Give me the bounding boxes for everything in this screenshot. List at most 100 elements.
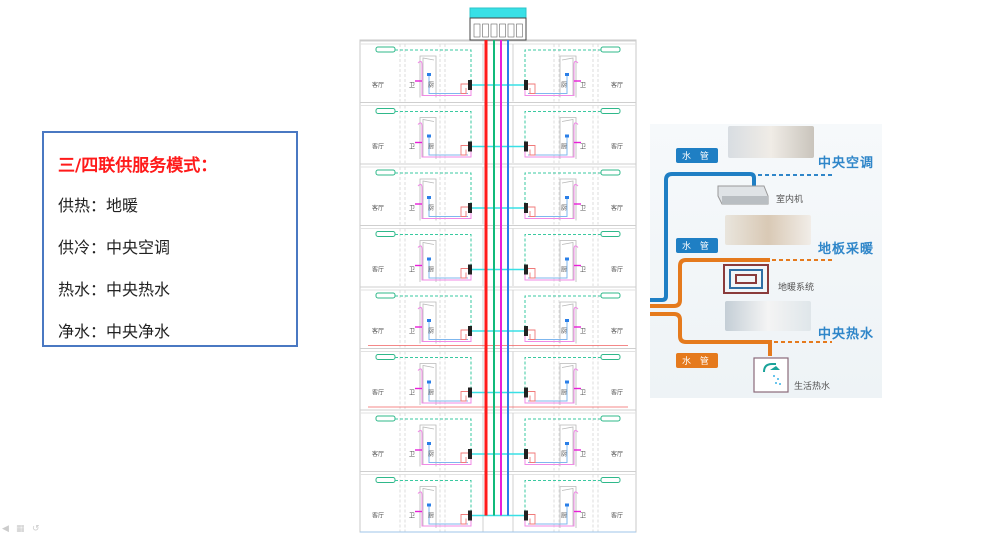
blue-water-pipe (650, 172, 756, 302)
room-label-bath: 卫 (580, 267, 586, 274)
ac-pipe-left (395, 49, 472, 84)
heating-loop-left (460, 452, 468, 463)
water-pipe-tag-blue-1: 水 管 (676, 148, 718, 163)
building-outline (359, 39, 637, 533)
hot-water-pipe-right (524, 245, 579, 281)
ac-pipe-left (395, 111, 472, 146)
hot-water-pipe-left (417, 491, 472, 527)
cold-water-pipe-left (428, 199, 468, 217)
service-row-hot-water: 热水：中央热水 (58, 276, 170, 300)
cold-water-pipe-left (428, 137, 468, 156)
room-label-kitchen: 厨 (428, 513, 434, 520)
room-label-bath: 卫 (409, 513, 415, 520)
door-left (419, 178, 437, 221)
cold-water-pipe-left (428, 260, 468, 279)
heating-loop-left (460, 268, 468, 279)
door-right (559, 486, 577, 528)
door-right (559, 240, 577, 282)
ac-unit (600, 108, 621, 114)
door-right (559, 178, 577, 221)
legend-pipes (650, 172, 832, 393)
floor-heating-system-label: 地暖系统 (778, 283, 815, 293)
floor-heating-photo (725, 215, 811, 245)
heating-loop-right (528, 329, 536, 340)
room-label-living: 客厅 (611, 450, 623, 458)
hot-water-pipe-right (524, 368, 579, 404)
door-left (419, 486, 437, 528)
room-label-bath: 卫 (580, 451, 586, 458)
valve-right (524, 449, 528, 459)
door-left (419, 240, 437, 282)
cold-water-pipe-right (528, 445, 568, 463)
indoor-unit-icon (717, 185, 769, 205)
room-label-kitchen: 厨 (428, 82, 434, 89)
room-label-living: 客厅 (372, 327, 384, 335)
valve-right (524, 326, 528, 336)
heating-loop-right (528, 145, 536, 156)
ac-unit (375, 108, 396, 114)
door-right (559, 363, 577, 405)
heating-loop-left (460, 206, 468, 217)
heating-loop-right (528, 452, 536, 463)
room-label-kitchen: 厨 (428, 451, 434, 458)
slide-grid-icon[interactable]: ▦ (16, 524, 25, 534)
room-label-kitchen: 厨 (561, 390, 567, 397)
heating-loop-right (528, 206, 536, 217)
door-left (419, 55, 437, 98)
valve-right (524, 264, 528, 275)
family-photo (728, 126, 814, 158)
slide-reset-icon[interactable]: ↺ (32, 524, 40, 534)
room-label-bath: 卫 (580, 390, 586, 397)
room-label-bath: 卫 (409, 267, 415, 274)
ac-unit (600, 46, 621, 53)
cold-water-pipe-left (428, 506, 468, 525)
kitchen-tap-right (565, 73, 569, 76)
orange-hotwater-pipe (650, 312, 772, 356)
ac-unit (600, 477, 621, 483)
cold-water-pipe-right (528, 137, 568, 156)
room-label-bath: 卫 (580, 205, 586, 212)
service-row-label: 供冷： (58, 238, 107, 257)
ac-unit (600, 415, 621, 422)
room-label-living: 客厅 (611, 266, 623, 274)
kitchen-tap-left (427, 196, 431, 199)
service-row-value: 中央净水 (106, 322, 171, 341)
ac-unit (600, 169, 621, 176)
service-row-heating: 供热：地暖 (58, 192, 138, 216)
hot-water-pipe-right (524, 491, 579, 527)
room-label-bath: 卫 (409, 328, 415, 335)
prev-slide-icon[interactable]: ◀ (2, 524, 9, 534)
room-label-bath: 卫 (409, 144, 415, 151)
room-label-living: 客厅 (611, 204, 623, 212)
central-ac-label: 中央空调 (818, 156, 875, 171)
ac-unit (375, 415, 396, 422)
room-label-living: 客厅 (372, 389, 384, 397)
cold-water-pipe-right (528, 322, 568, 340)
room-label-bath: 卫 (409, 451, 415, 458)
heating-loop-right (528, 83, 536, 94)
room-label-living: 客厅 (372, 81, 384, 89)
heating-loop-left (460, 145, 468, 156)
cold-water-pipe-right (528, 260, 568, 279)
hot-water-pipe-right (524, 122, 579, 158)
hot-water-pipe-left (417, 122, 472, 158)
door-right (559, 424, 577, 467)
ac-pipe-right (524, 295, 601, 330)
room-label-bath: 卫 (580, 144, 586, 151)
room-label-kitchen: 厨 (428, 144, 434, 151)
room-label-bath: 卫 (580, 82, 586, 89)
hot-water-pipe-left (417, 183, 472, 219)
building-riser-diagram: 客厅卫厨厨卫客厅客厅卫厨厨卫客厅客厅卫厨厨卫客厅客厅卫厨厨卫客厅客厅卫厨厨卫客厅… (359, 7, 637, 533)
ac-pipe-right (524, 418, 601, 453)
water-pipe-tag-orange: 水 管 (676, 353, 718, 368)
hot-water-pipe-left (417, 245, 472, 281)
room-label-bath: 卫 (409, 205, 415, 212)
kitchen-tap-left (427, 73, 431, 76)
manifold-valve (499, 23, 506, 38)
cold-water-pipe-right (528, 199, 568, 217)
ac-unit (375, 231, 396, 237)
door-left (419, 117, 437, 159)
cold-water-pipe-left (428, 445, 468, 463)
door-right (559, 117, 577, 159)
orange-heating-pipe (650, 258, 770, 308)
